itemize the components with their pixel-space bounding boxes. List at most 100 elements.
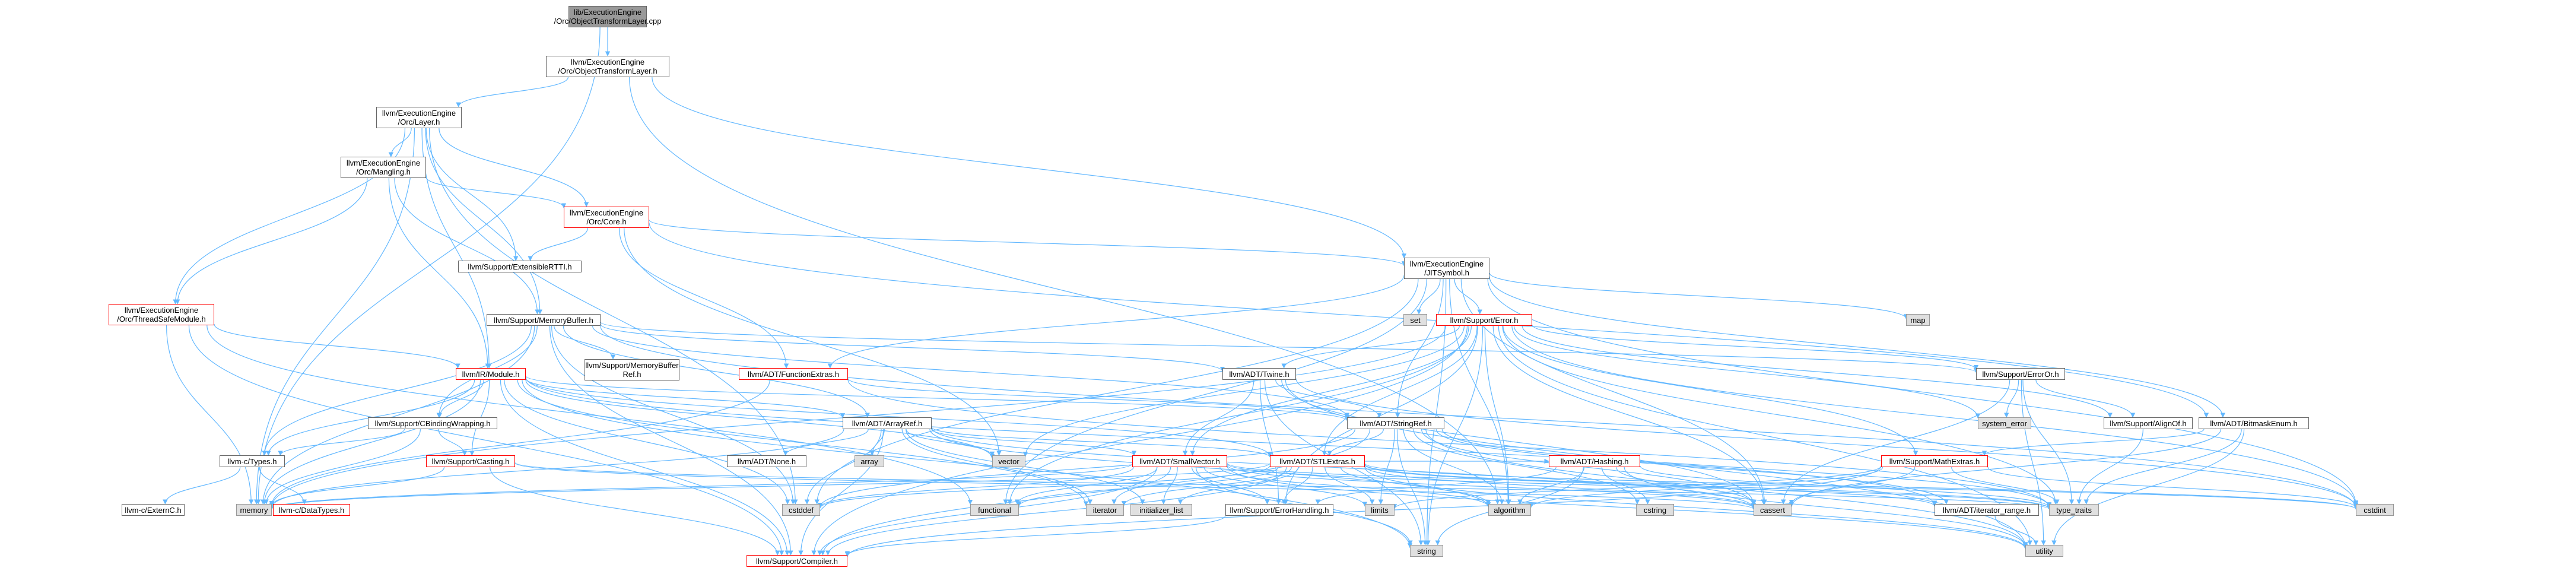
edge-layer-to-memory [254, 128, 415, 505]
edge-module-to-cbw [437, 379, 484, 418]
node-function-extras[interactable]: llvm/ADT/FunctionExtras.h [739, 368, 848, 380]
edge-hashing-to-cstring [1601, 467, 1650, 505]
node-compiler[interactable]: llvm/Support/Compiler.h [747, 555, 847, 567]
dependency-edges [163, 27, 2359, 557]
edge-smallvector-to-functional [1014, 467, 1158, 505]
edge-tsm-to-module [214, 324, 460, 369]
edge-arrayref-to-cstddef [804, 429, 882, 505]
node-none[interactable]: llvm/ADT/None.h [727, 455, 806, 467]
edge-otl-to-algorithm [629, 77, 1500, 505]
node-memory-buffer-ref[interactable]: llvm/Support/MemoryBuffer Ref.h [585, 359, 679, 380]
edge-stlextras-to-iterrange [1364, 464, 1937, 507]
node-std-functional: functional [970, 504, 1019, 516]
node-array-ref[interactable]: llvm/ADT/ArrayRef.h [843, 417, 932, 429]
node-error-handling[interactable]: llvm/Support/ErrorHandling.h [1225, 504, 1333, 516]
node-std-limits: limits [1365, 504, 1395, 516]
node-root-file: lib/ExecutionEngine /Orc/ObjectTransform… [554, 6, 661, 27]
edge-erroror-to-typetraits [2022, 379, 2075, 505]
edge-error-to-compiler [811, 325, 1468, 556]
node-stl-extras[interactable]: llvm/ADT/STLExtras.h [1270, 455, 1365, 467]
edge-layer-to-cstddef [428, 128, 798, 505]
node-core[interactable]: llvm/ExecutionEngine /Orc/Core.h [564, 207, 649, 228]
node-casting[interactable]: llvm/Support/Casting.h [426, 455, 515, 467]
node-std-initializer-list: initializer_list [1130, 504, 1192, 516]
node-small-vector[interactable]: llvm/ADT/SmallVector.h [1132, 455, 1227, 467]
edge-smallvector-to-cstddef [817, 467, 1134, 508]
node-error-or[interactable]: llvm/Support/ErrorOr.h [1976, 368, 2065, 380]
node-data-types[interactable]: llvm-c/DataTypes.h [273, 504, 350, 516]
node-std-cstddef: cstddef [782, 504, 820, 516]
node-extern-c[interactable]: llvm-c/ExternC.h [122, 504, 185, 516]
edge-mathextras-to-typetraits [1951, 467, 2060, 505]
edge-module-to-string [522, 379, 1413, 548]
edge-smallvector-to-memory [269, 463, 1133, 510]
edge-error-to-functional [1007, 325, 1469, 505]
node-std-map: map [1906, 314, 1930, 326]
node-jit-symbol[interactable]: llvm/ExecutionEngine /JITSymbol.h [1404, 258, 1489, 279]
node-string-ref[interactable]: llvm/ADT/StringRef.h [1347, 417, 1444, 429]
edge-stringref-to-typetraits [1441, 429, 2052, 508]
node-std-memory: memory [236, 504, 272, 516]
node-math-extras[interactable]: llvm/Support/MathExtras.h [1881, 455, 1988, 467]
node-error[interactable]: llvm/Support/Error.h [1436, 314, 1532, 326]
edge-stlextras-to-typetraits [1364, 464, 2051, 509]
node-mangling[interactable]: llvm/ExecutionEngine /Orc/Mangling.h [341, 157, 426, 178]
node-std-system-error: system_error [1978, 417, 2031, 429]
node-std-iterator: iterator [1086, 504, 1124, 516]
edge-errhandling-to-compiler [844, 515, 1226, 556]
edge-error-to-vector [1022, 325, 1465, 457]
edge-module-to-vector [525, 379, 995, 459]
edge-jitsym-to-cstddef [814, 278, 1419, 505]
node-c-types[interactable]: llvm-c/Types.h [220, 455, 285, 467]
edge-arrayref-to-array [869, 429, 885, 456]
node-extensible-rtti[interactable]: llvm/Support/ExtensibleRTTI.h [458, 261, 582, 272]
edge-casting-to-typetraits [514, 462, 2051, 510]
edge-arrayref-to-algorithm [929, 429, 1491, 508]
node-align-of[interactable]: llvm/Support/AlignOf.h [2104, 417, 2193, 429]
edge-cbw-to-casting [438, 429, 468, 456]
edge-jitsym-to-functional [1003, 278, 1427, 505]
edge-smallvector-to-initlist [1161, 467, 1178, 505]
edge-error-to-cstdint [1511, 325, 2359, 507]
edge-stringref-to-compiler [820, 429, 1371, 556]
edge-cbw-to-ctypes [278, 429, 405, 456]
edge-arrayref-to-none [783, 429, 869, 456]
edge-casting-to-compiler [490, 467, 780, 556]
node-ir-module[interactable]: llvm/IR/Module.h [456, 368, 526, 380]
node-memory-buffer[interactable]: llvm/Support/MemoryBuffer.h [487, 314, 601, 326]
edge-arrayref-to-smallvector [931, 429, 1137, 456]
edge-tsm-to-functional [207, 325, 973, 505]
node-iterator-range[interactable]: llvm/ADT/iterator_range.h [1935, 504, 2039, 516]
node-thread-safe-module[interactable]: llvm/ExecutionEngine /Orc/ThreadSafeModu… [109, 304, 214, 325]
edge-layer-to-core [439, 128, 589, 207]
edge-casting-to-cassert [514, 462, 1756, 510]
node-std-cassert: cassert [1754, 504, 1792, 516]
edge-stlextras-to-cstdint [1364, 463, 2358, 510]
node-twine[interactable]: llvm/ADT/Twine.h [1222, 368, 1296, 380]
node-bitmask-enum[interactable]: llvm/ADT/BitmaskEnum.h [2199, 417, 2309, 429]
edge-arrayref-to-memory [269, 429, 844, 508]
node-layer[interactable]: llvm/ExecutionEngine /Orc/Layer.h [376, 107, 462, 128]
edge-jitsym-to-algorithm [1449, 278, 1511, 505]
edge-stringref-to-algorithm [1403, 429, 1505, 505]
node-std-array: array [855, 455, 884, 467]
edge-stlextras-to-errhandling [1281, 467, 1313, 505]
node-object-transform-layer[interactable]: llvm/ExecutionEngine /Orc/ObjectTransfor… [546, 56, 669, 77]
edge-stringref-to-stlextras [1327, 429, 1384, 456]
node-hashing[interactable]: llvm/ADT/Hashing.h [1549, 455, 1640, 467]
edge-layer-to-extrtti [425, 128, 519, 261]
node-cbinding-wrapping[interactable]: llvm/Support/CBindingWrapping.h [368, 417, 497, 429]
edge-error-to-erroror [1532, 324, 1979, 370]
edge-hashing-to-typetraits [1640, 465, 2052, 508]
edge-error-to-utility [1498, 325, 2032, 546]
edge-hashing-to-cassert [1615, 467, 1756, 506]
edge-error-to-twine [1281, 325, 1460, 369]
edge-funcextras-to-typetraits [847, 379, 2052, 508]
edge-hashing-to-algorithm [1517, 467, 1585, 505]
edge-twine-to-errhandling [1259, 379, 1281, 505]
edge-error-to-stlextras [1322, 325, 1478, 456]
edge-module-to-compiler [500, 379, 790, 556]
edge-error-to-mathextras [1503, 325, 1918, 456]
edge-layer-to-module [421, 128, 492, 369]
edge-funcextras-to-memory [269, 379, 770, 506]
